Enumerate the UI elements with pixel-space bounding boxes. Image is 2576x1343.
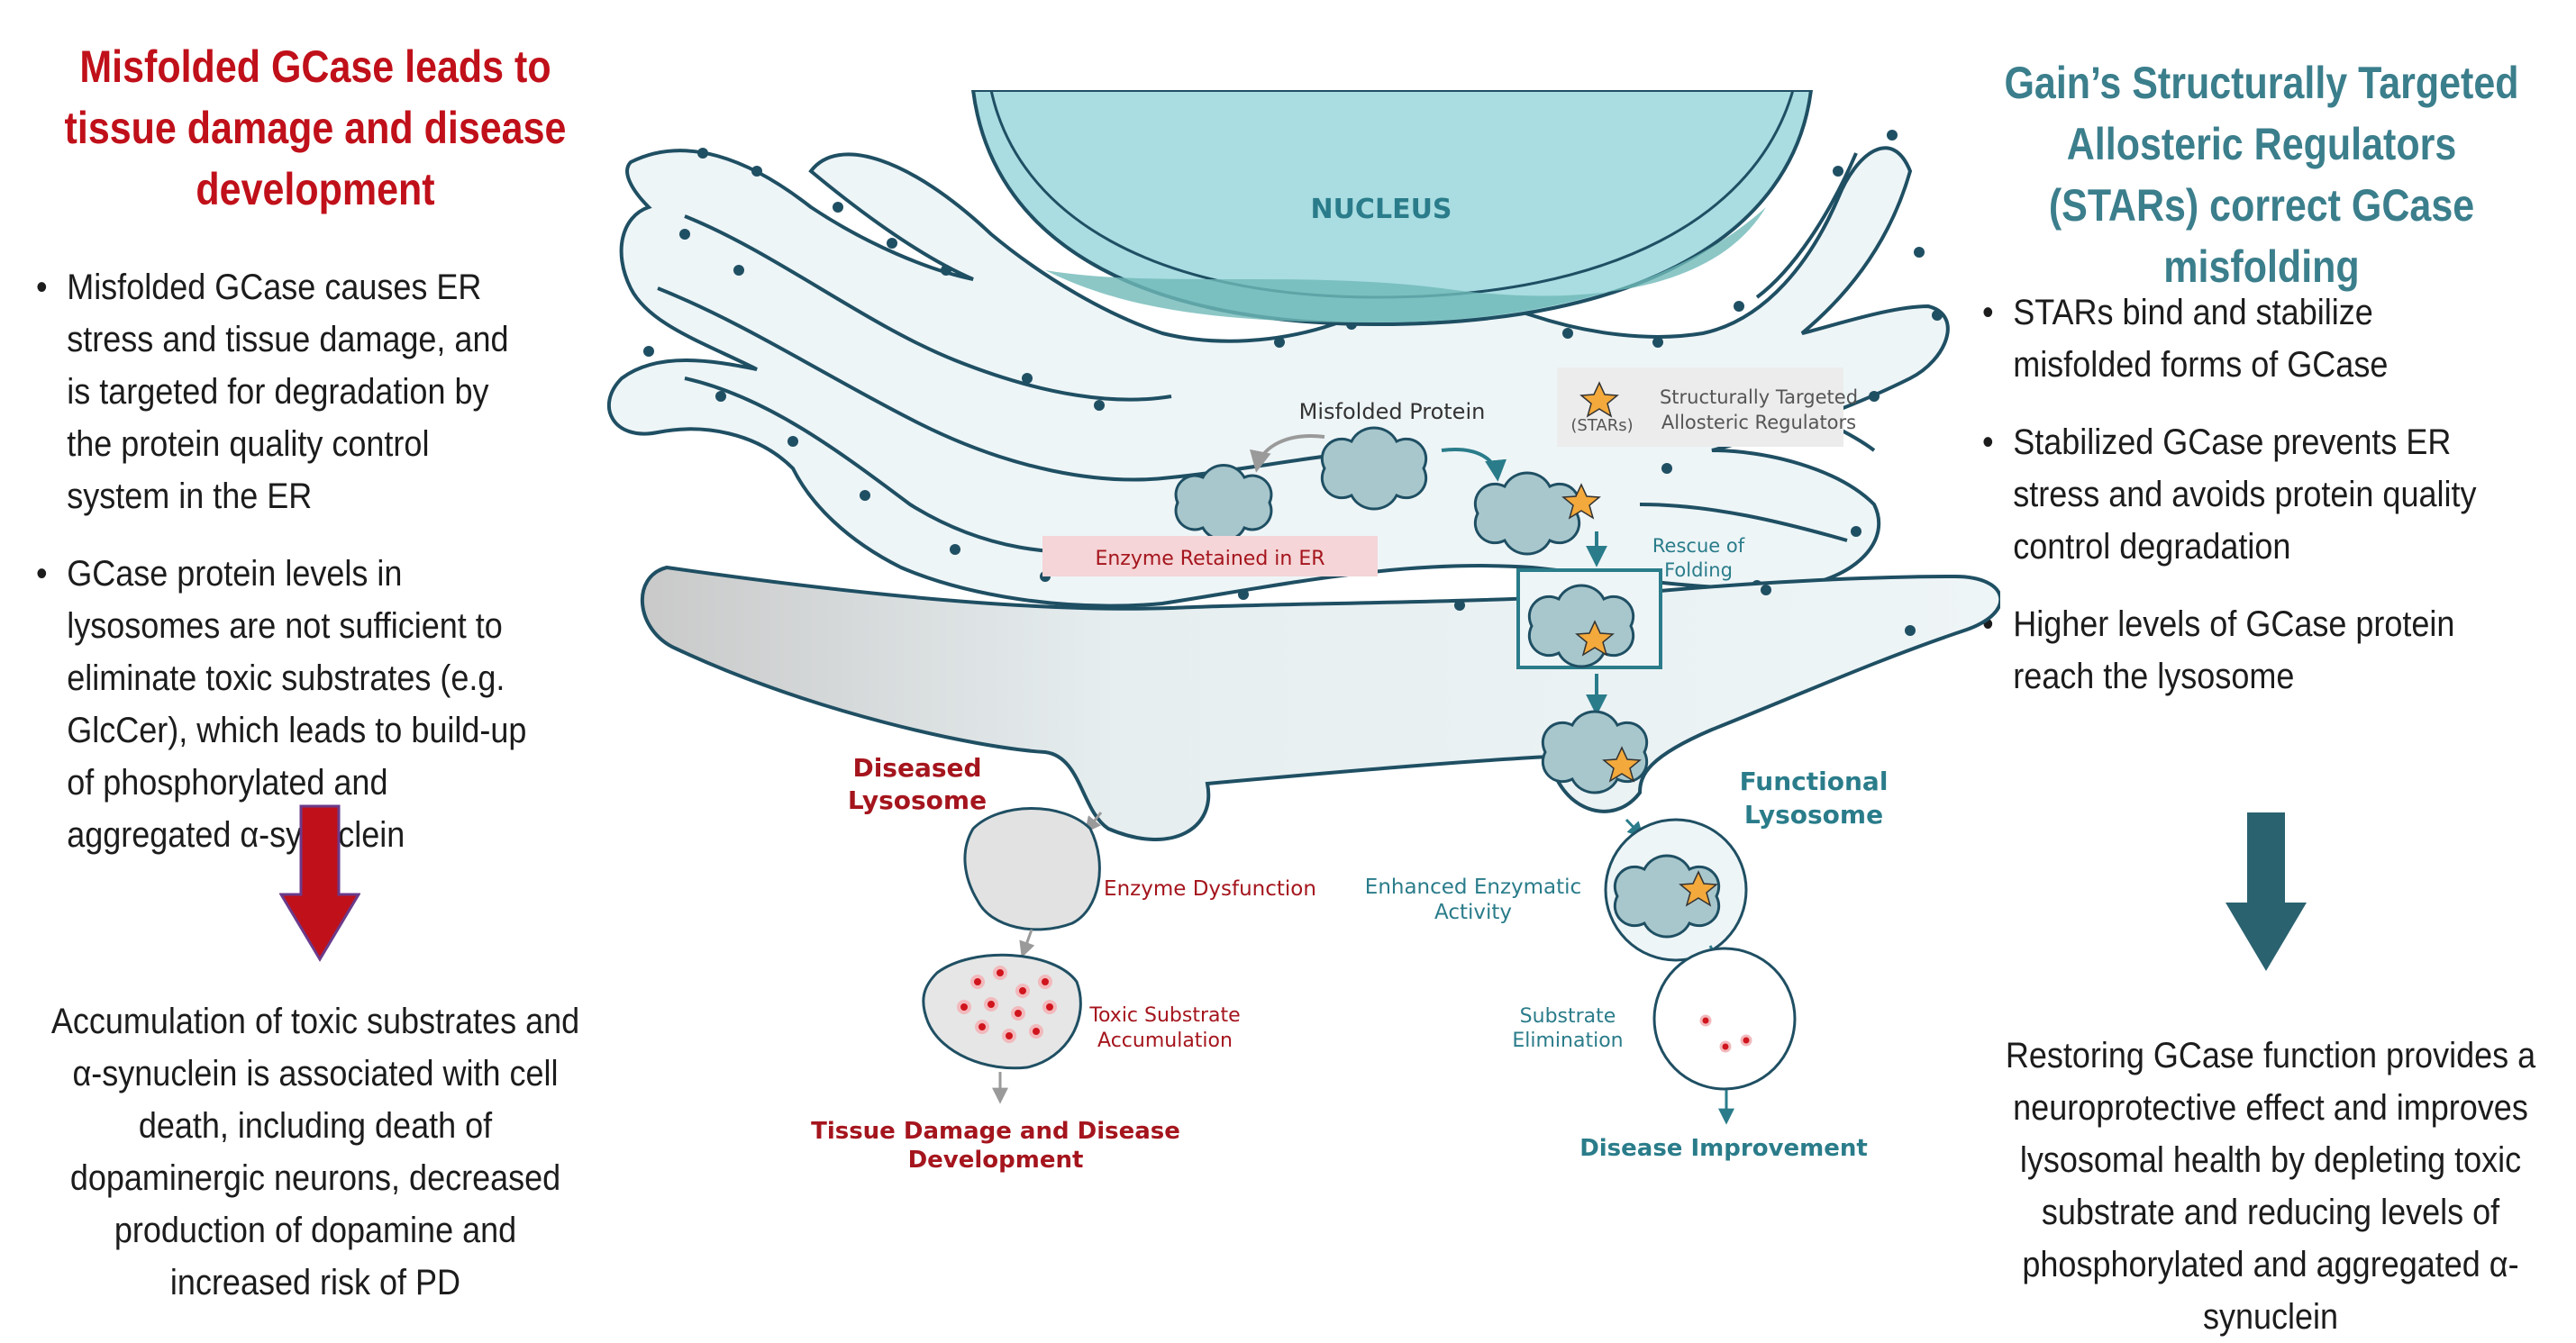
left-conclusion: Accumulation of toxic substrates and α-s… [48,995,583,1309]
toxic-line1: Toxic Substrate [1088,1004,1240,1027]
enhanced-line2: Activity [1434,901,1512,924]
misfolded-protein-label: Misfolded Protein [1299,399,1486,424]
transported-protein-icon [1543,712,1646,793]
disease-improvement-label: Disease Improvement [1579,1135,1868,1162]
left-title: Misfolded GCase leads to tissue damage a… [44,36,587,220]
tissue-line2: Development [908,1147,1084,1174]
legend-sub: (STARs) [1570,416,1633,435]
right-bullet: STARs bind and stabilize misfolded forms… [1982,286,2501,391]
clean-lysosome [1654,948,1795,1089]
functional-line2: Lysosome [1744,800,1883,830]
lysosome-protein-icon [1615,856,1718,937]
misfolded-protein-icon [1322,428,1425,509]
diseased-line1: Diseased [852,753,981,783]
rescue-line2: Folding [1664,559,1733,581]
right-bullet: Higher levels of GCase protein reach the… [1982,598,2501,703]
right-down-arrow-icon [2224,811,2308,973]
er-tube [642,567,2000,839]
rescued-protein-icon [1529,585,1633,667]
legend-line2: Allosteric Regulators [1661,412,1856,433]
rescue-line1: Rescue of [1652,535,1745,557]
left-down-arrow-icon [279,804,360,962]
left-bullet-list: Misfolded GCase causes ER stress and tis… [36,261,539,886]
enzyme-retained-label: Enzyme Retained in ER [1095,548,1324,570]
substrate-line1: Substrate [1520,1005,1616,1028]
functional-line1: Functional [1740,767,1889,796]
toxic-line2: Accumulation [1097,1030,1233,1052]
enhanced-line1: Enhanced Enzymatic [1365,876,1581,899]
right-conclusion: Restoring GCase function provides a neur… [2003,1030,2538,1343]
legend-line1: Structurally Targeted [1660,386,1858,408]
right-bullet: Stabilized GCase prevents ER stress and … [1982,416,2501,573]
tissue-line1: Tissue Damage and Disease [811,1118,1180,1145]
cell-diagram: NUCLEUS Misfolded Protein (STARs) Struct… [595,90,2000,1189]
right-bullet-list: STARs bind and stabilize misfolded forms… [1982,286,2501,728]
right-title: Gain’s Structurally Targeted Allosteric … [1990,52,2533,297]
diseased-line2: Lysosome [848,785,987,815]
diseased-lysosome [965,809,1099,930]
enzyme-dysfunction-label: Enzyme Dysfunction [1104,877,1316,901]
retained-protein-icon [1176,466,1271,540]
nucleus-label: NUCLEUS [1310,194,1452,225]
substrate-line2: Elimination [1512,1030,1623,1052]
left-bullet: Misfolded GCase causes ER stress and tis… [36,261,539,522]
